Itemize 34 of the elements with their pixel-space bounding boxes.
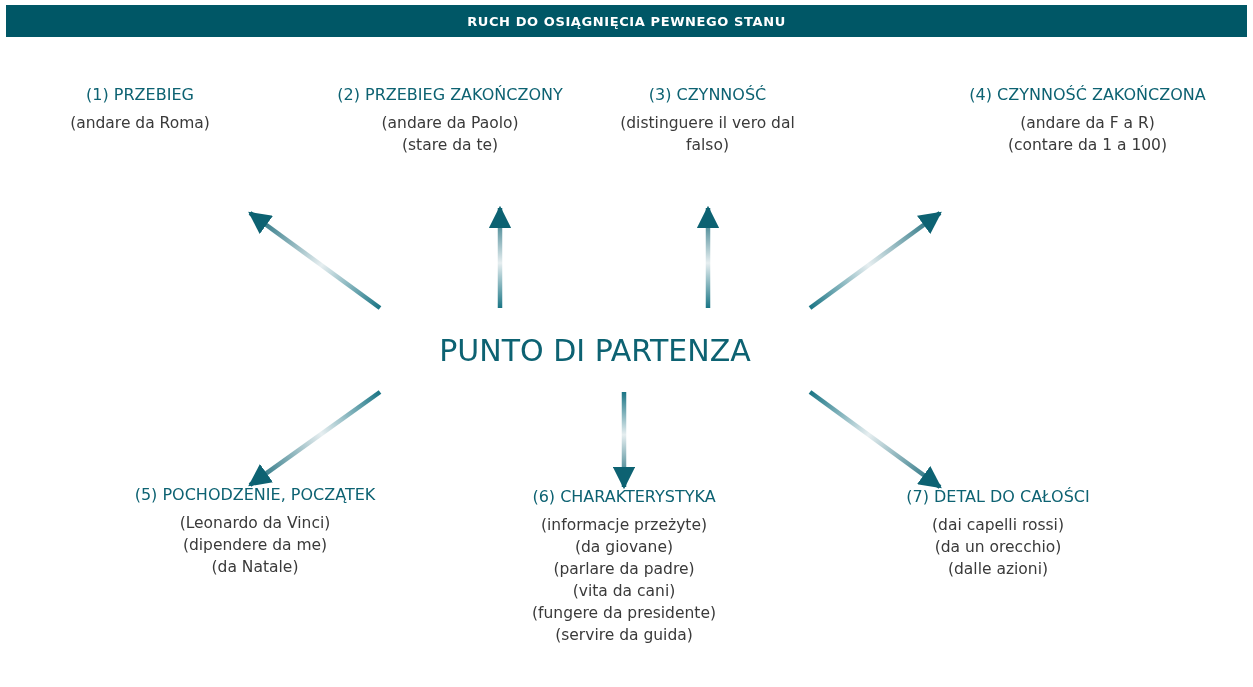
category-heading: (6) CHARAKTERYSTYKA bbox=[532, 487, 716, 506]
example-text: (da Natale) bbox=[211, 557, 299, 578]
example-text: (Leonardo da Vinci) bbox=[179, 513, 331, 534]
example-text: (andare da F a R) bbox=[1020, 113, 1155, 134]
example-text: (stare da te) bbox=[401, 135, 499, 156]
example-text: (da un orecchio) bbox=[934, 537, 1062, 558]
example-text: (dipendere da me) bbox=[182, 535, 328, 556]
category-heading: (7) DETAL DO CAŁOŚCI bbox=[906, 487, 1090, 506]
example-text: (andare da Roma) bbox=[70, 113, 210, 134]
example-text: (vita da cani) bbox=[572, 581, 676, 602]
example-text: (dalle azioni) bbox=[947, 559, 1049, 580]
arrow bbox=[488, 205, 512, 308]
arrow bbox=[248, 390, 382, 487]
arrow bbox=[612, 392, 636, 490]
arrow bbox=[808, 390, 942, 489]
example-text: (distinguere il vero dal falso) bbox=[619, 113, 796, 156]
example-text: (informacje przeżyte) bbox=[541, 515, 707, 536]
category-heading: (3) CZYNNOŚĆ bbox=[648, 85, 767, 104]
example-text: (contare da 1 a 100) bbox=[1007, 135, 1168, 156]
category-heading: (5) POCHODZENIE, POCZĄTEK bbox=[134, 485, 376, 504]
category-heading: (4) CZYNNOŚĆ ZAKOŃCZONA bbox=[969, 85, 1206, 104]
example-text: (da giovane) bbox=[575, 537, 673, 558]
example-text: (andare da Paolo) bbox=[381, 113, 519, 134]
arrow bbox=[696, 205, 720, 308]
arrow bbox=[808, 211, 942, 310]
arrow bbox=[248, 211, 382, 310]
category-heading: (1) PRZEBIEG bbox=[86, 85, 194, 104]
example-text: (parlare da padre) bbox=[553, 559, 695, 580]
example-text: (fungere da presidente) bbox=[532, 603, 716, 624]
center-label: PUNTO DI PARTENZA bbox=[439, 332, 751, 368]
category-heading: (2) PRZEBIEG ZAKOŃCZONY bbox=[337, 85, 563, 104]
example-text: (dai capelli rossi) bbox=[932, 515, 1064, 536]
title-banner: RUCH DO OSIĄGNIĘCIA PEWNEGO STANU bbox=[6, 5, 1247, 37]
example-text: (servire da guida) bbox=[555, 625, 693, 646]
